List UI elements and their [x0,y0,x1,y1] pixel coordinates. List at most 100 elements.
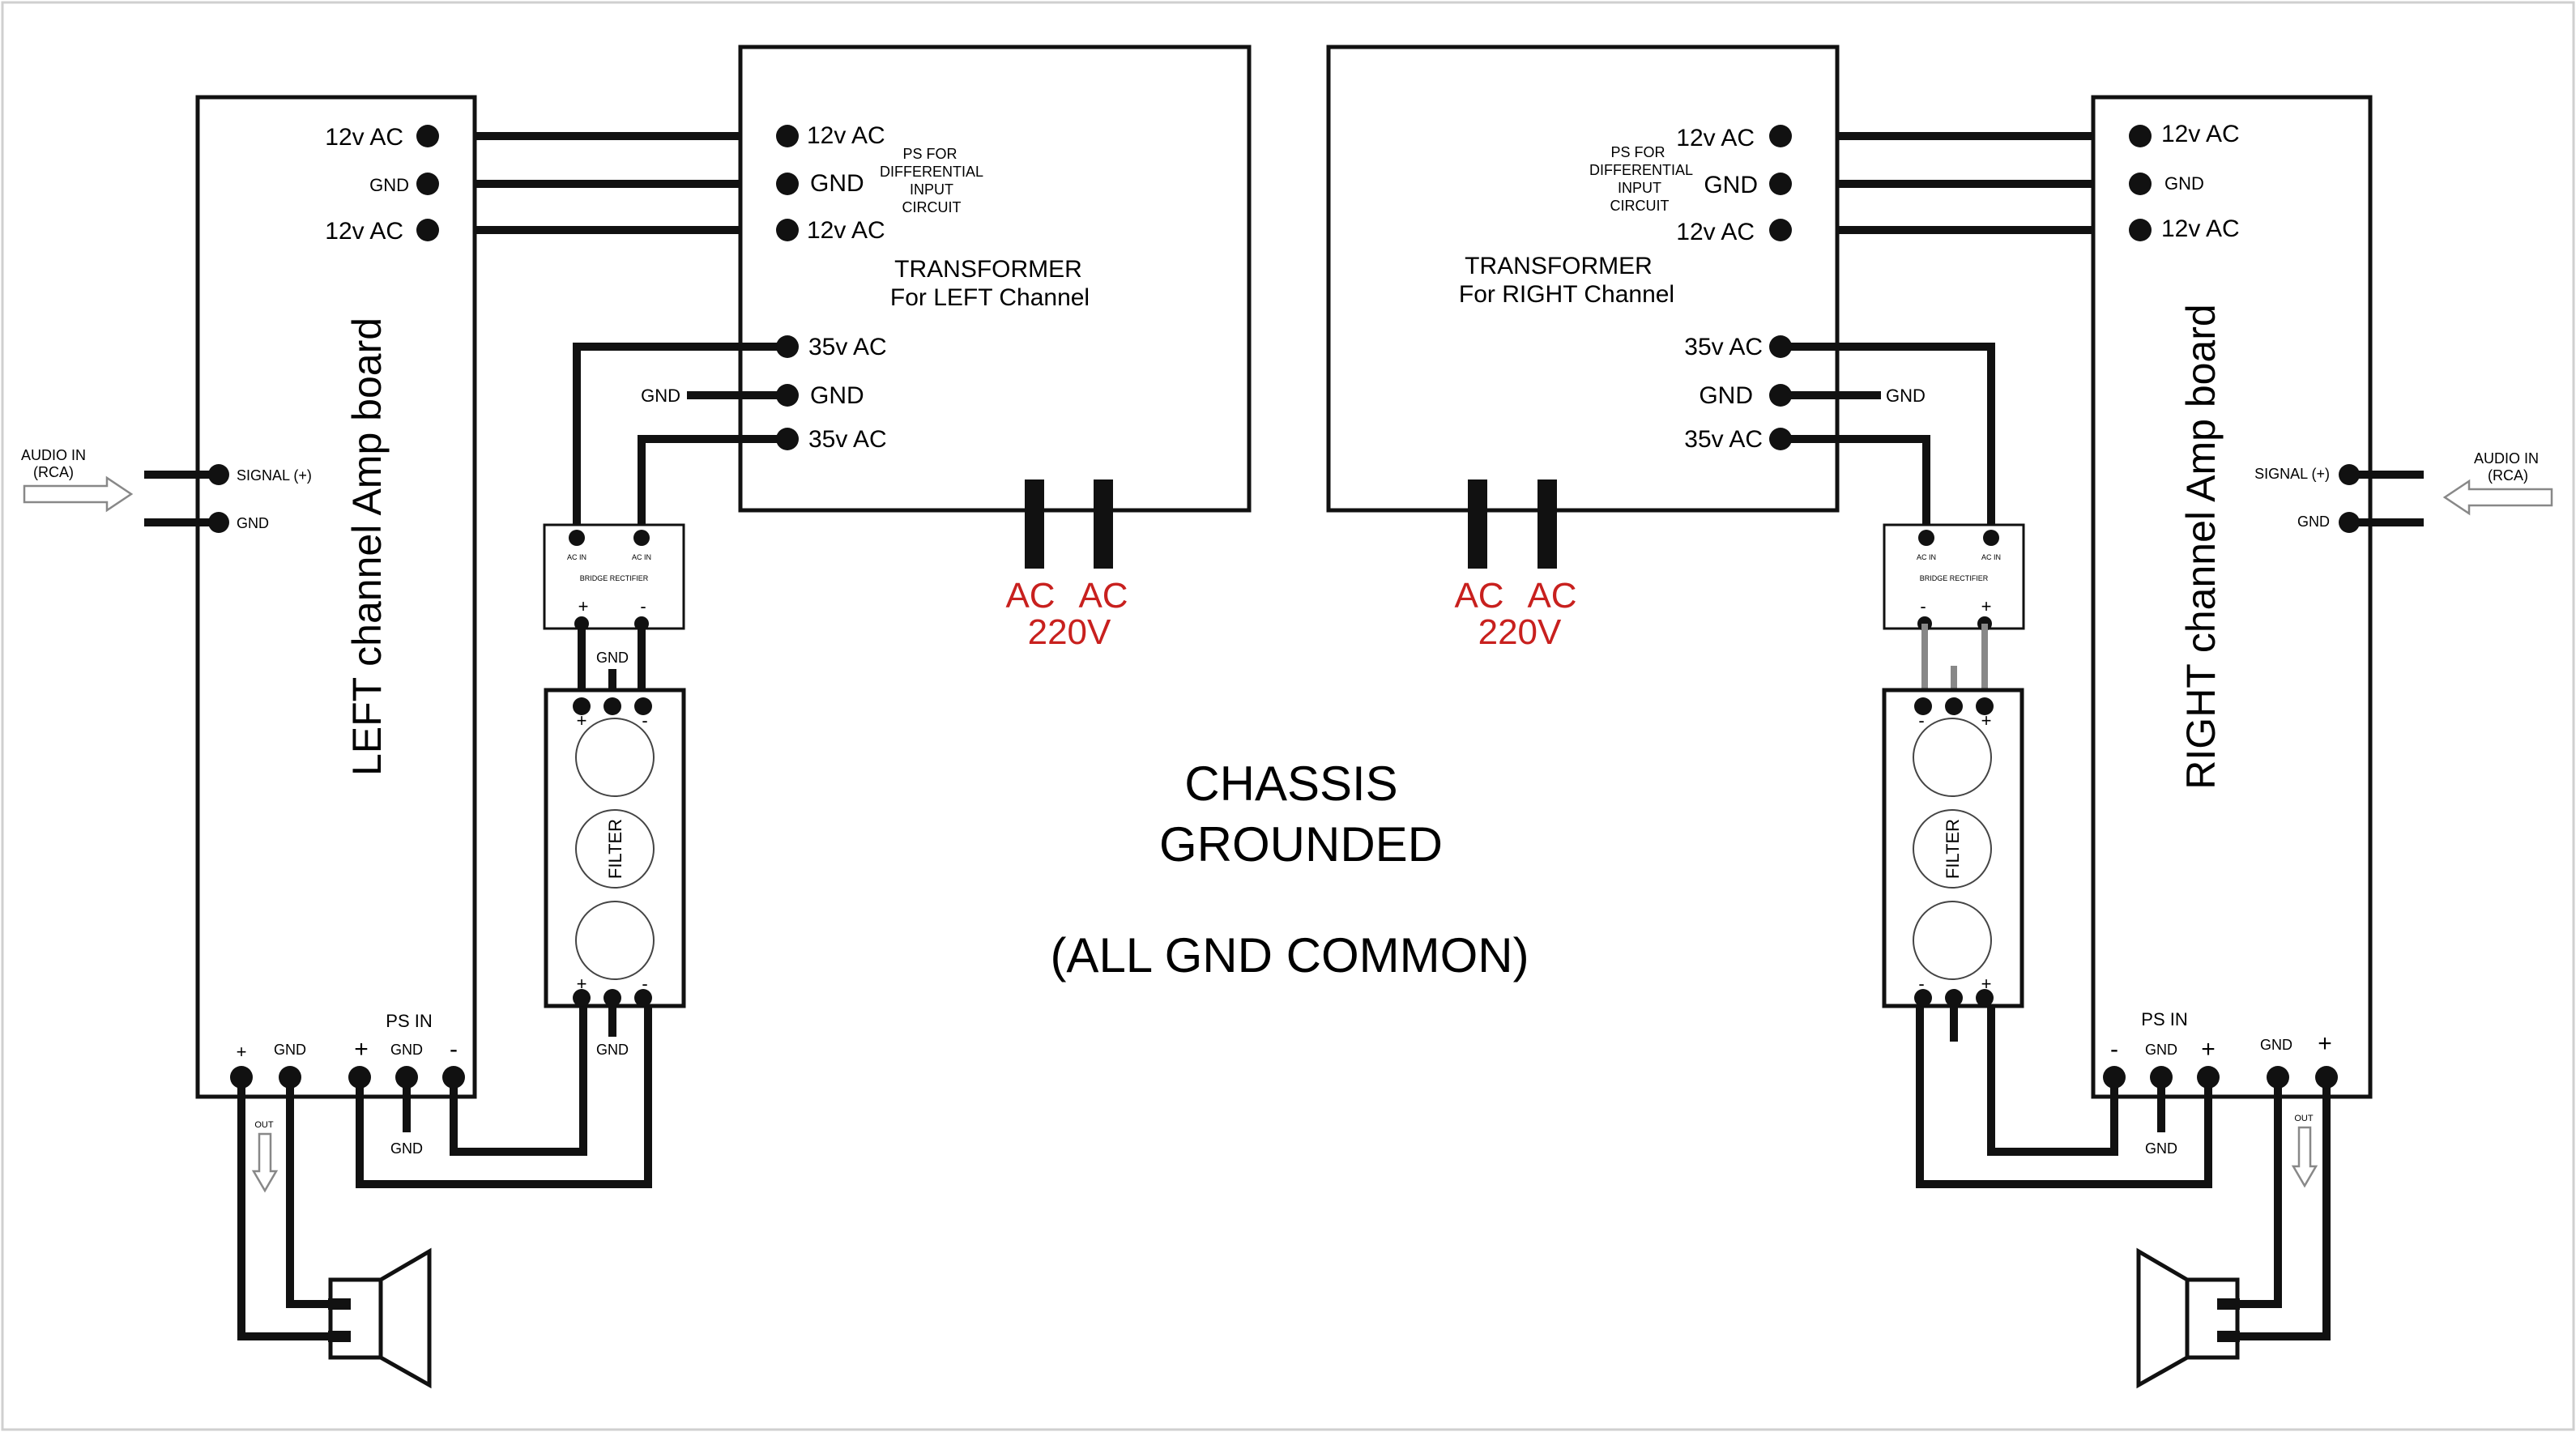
right-ps-minus-terminal [2103,1066,2126,1089]
right-audio-in-arrow [2442,479,2553,516]
left-tr-terminal-gnd-mid [776,384,799,407]
left-f-bot-minus-label: - [642,974,647,994]
left-f-top-plus-label: + [577,710,587,731]
right-signal-gnd-label: GND [2297,514,2330,530]
left-br-minus-label: - [640,596,646,616]
left-br-ac-in-1-label: AC IN [567,553,586,561]
left-tr-12v-bot-label: 12v AC [807,217,885,244]
center-notes: CHASSIS GROUNDED (ALL GND COMMON) [1050,756,1529,982]
right-transformer [1326,45,1840,513]
right-speaker-gnd-wire [2228,1077,2282,1308]
right-tr-terminal-gnd [1769,173,1792,195]
right-tr-gnd-ext-label: GND [1886,386,1926,406]
right-tr-gnd-mid-label: GND [1699,382,1753,409]
left-ac-plug-pin-1 [1025,479,1044,569]
right-filter-bot-plus [1976,989,1994,1007]
right-amp-gnd-top-label: GND [2164,173,2204,194]
right-channel: 12v AC GND 12v AC PS FOR DIFFERENTIAL IN… [1326,45,2553,1389]
left-ps-minus-wire [450,1004,587,1156]
left-ps-plus-label: + [354,1036,369,1063]
left-ps-minus-terminal [442,1066,465,1089]
right-ac-1-label: AC [1454,576,1503,616]
left-ac-1-label: AC [1005,576,1055,616]
left-tr-gnd-label: GND [810,170,864,197]
right-filter-top-gnd [1945,697,1963,715]
left-tr-terminal-gnd [776,173,799,195]
left-filter-bot-minus [634,989,652,1007]
left-signal-terminal [208,464,229,485]
left-ps-gnd-below-label: GND [390,1140,423,1157]
right-filter-label: FILTER [1943,819,1963,879]
left-br-ac-in-2 [633,530,650,546]
right-audio-rca-label: (RCA) [2488,467,2528,484]
left-amp-board-label: LEFT channel Amp board [344,318,390,776]
right-ps-plus-label: + [2201,1036,2216,1063]
left-audio-rca-label: (RCA) [33,464,74,480]
right-amp-terminal-12v-bot [2129,219,2152,241]
right-br-ac-in-1-label: AC IN [1917,553,1936,561]
left-filter-cap-2 [575,809,655,889]
left-audio-in-arrow [23,475,134,513]
left-signal-label: SIGNAL (+) [237,467,312,484]
left-ps-diff-line1: PS FOR [902,146,957,162]
left-signal-gnd-label: GND [237,515,269,531]
chassis-subtitle: (ALL GND COMMON) [1050,928,1529,982]
right-ps-gnd-label: GND [2145,1042,2177,1058]
right-amp-board-label: RIGHT channel Amp board [2178,304,2224,789]
right-ac-plug-pin-1 [1468,479,1487,569]
left-out-gnd-label: GND [274,1042,306,1058]
right-filter-cap-1 [1913,718,1992,797]
left-filter-gnd-top-label: GND [596,650,629,666]
right-ps-minus-label: - [2110,1036,2118,1063]
right-ps-plus-wire [1916,1004,2212,1188]
right-br-minus-label: - [1920,596,1926,616]
right-f-bot-plus-label: + [1981,974,1992,994]
left-ps-diff-line3: INPUT [910,181,953,198]
right-tr-12v-bot-label: 12v AC [1676,219,1755,245]
right-tr-terminal-gnd-mid [1769,384,1792,407]
right-tr-terminal-12v-top [1769,125,1792,147]
left-filter-gnd-bot-label: GND [596,1042,629,1058]
left-f-top-minus-label: - [642,710,647,731]
left-transformer [738,45,1252,513]
right-ps-minus-wire [1987,1004,2118,1156]
chassis-title-line1: CHASSIS [1184,756,1397,811]
right-tr-35v-bot-label: 35v AC [1684,426,1763,453]
right-f-bot-minus-label: - [1918,974,1924,994]
left-tr-terminal-35v-bot [776,428,799,450]
left-amp-terminal-12v-bot [416,219,439,241]
right-out-gnd-terminal [2267,1066,2289,1089]
right-filter-top-minus [1914,697,1932,715]
left-filter-top-gnd [603,697,621,715]
left-ps-minus-label: - [450,1036,458,1063]
left-out-plus-label: + [237,1042,247,1062]
left-ps-gnd-terminal [395,1066,418,1089]
right-tr-terminal-35v-top [1769,335,1792,358]
right-br-plus-label: + [1981,596,1992,616]
right-ps-diff-line4: CIRCUIT [1610,198,1670,214]
right-tr-35v-top-label: 35v AC [1684,334,1763,360]
right-audio-in-label: AUDIO IN [2474,450,2539,467]
right-transformer-title: TRANSFORMER [1465,253,1653,279]
right-filter-cap-2 [1913,809,1992,889]
left-filter-top-plus [573,697,591,715]
left-ac-plug-pin-2 [1094,479,1113,569]
right-ps-plus-terminal [2197,1066,2220,1089]
left-ps-diff-line4: CIRCUIT [902,199,962,215]
left-ps-gnd-label: GND [390,1042,423,1058]
left-filter-cap-1 [575,718,655,797]
left-amp-terminal-12v-top [416,125,439,147]
left-tr-terminal-12v-bot [776,219,799,241]
right-br-ac-in-1 [1918,530,1934,546]
left-channel: LEFT channel Amp board 12v AC GND 12v AC… [21,45,1252,1389]
right-f-top-minus-label: - [1918,710,1924,731]
left-filter-bot-plus [573,989,591,1007]
right-ac-volts-label: 220V [1478,612,1562,652]
right-amp-board [2091,95,2373,1099]
left-speaker-plus-wire [237,1077,340,1340]
right-ps-in-label: PS IN [2141,1009,2187,1029]
right-ac-plug-pin-2 [1537,479,1557,569]
left-ps-plus-wire [356,1004,652,1188]
left-filter-label: FILTER [605,819,625,879]
